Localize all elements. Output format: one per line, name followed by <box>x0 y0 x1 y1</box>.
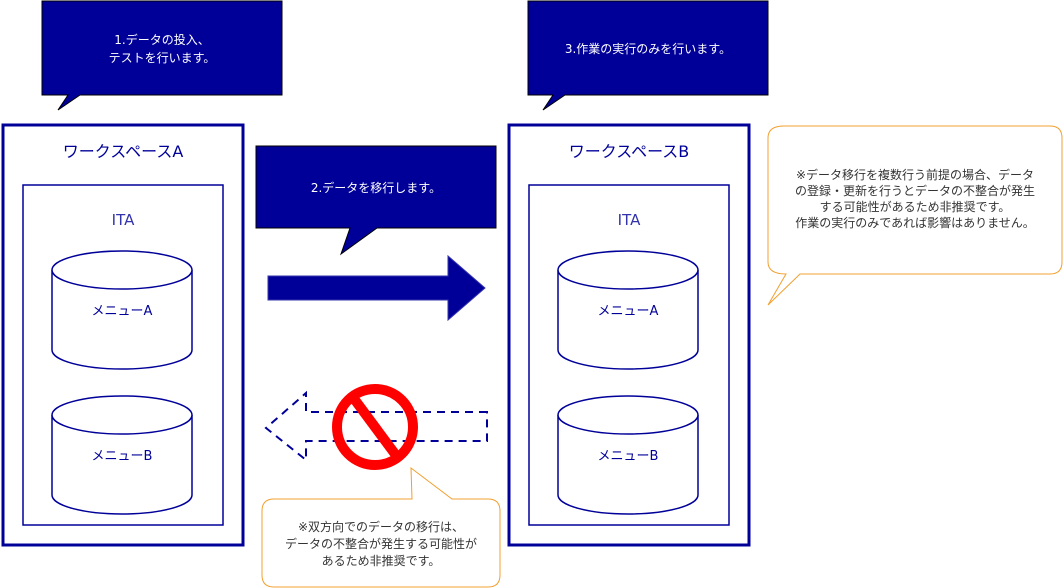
callout-step3: 3.作業の実行のみを行います。 <box>527 0 769 111</box>
workspace-a: ワークスペースA ITA メニューA メニューB <box>1 123 245 547</box>
database-cylinder-icon <box>557 395 699 515</box>
prohibited-icon <box>332 384 418 470</box>
workspace-b-menu-a: メニューA <box>598 304 659 319</box>
workspace-a-title: ワークスペースA <box>63 142 184 161</box>
note-right-line4: 作業の実行のみであれば影響はありません。 <box>795 215 1035 230</box>
workspace-b-ita-label: ITA <box>618 211 641 229</box>
arrow-right-icon <box>267 254 486 322</box>
workspace-a-menu-a: メニューA <box>92 304 153 319</box>
note-right: ※データ移行を複数行う前提の場合、データ の登録・更新を行うとデータの不整合が発… <box>767 125 1063 306</box>
workspace-b-menu-b: メニューB <box>598 449 659 464</box>
callout-step1-line1: 1.データの投入、 <box>114 32 209 47</box>
workspace-a-ita-label: ITA <box>112 211 135 229</box>
workspace-b-title: ワークスペースB <box>569 142 690 161</box>
database-cylinder-icon <box>51 250 193 370</box>
database-cylinder-icon <box>51 395 193 515</box>
note-bottom-line2: データの不整合が発生する可能性が <box>285 536 477 551</box>
callout-step3-line1: 3.作業の実行のみを行います。 <box>565 41 731 56</box>
note-right-line1: ※データ移行を複数行う前提の場合、データ <box>796 167 1034 182</box>
database-cylinder-icon <box>557 250 699 370</box>
dashed-arrow-left-icon <box>264 390 488 463</box>
note-right-line3: する可能性があるため非推奨です。 <box>820 199 1011 214</box>
callout-step2-line1: 2.データを移行します。 <box>311 180 441 195</box>
callout-step2: 2.データを移行します。 <box>255 145 497 256</box>
note-right-line2: の登録・更新を行うとデータの不整合が発生 <box>795 183 1035 198</box>
note-bottom-line1: ※双方向でのデータの移行は、 <box>298 519 464 534</box>
note-bottom-line3: あるため非推奨です。 <box>322 554 441 568</box>
workspace-b: ワークスペースB ITA メニューA メニューB <box>507 123 751 547</box>
workspace-a-menu-b: メニューB <box>92 449 153 464</box>
callout-step1-line2: テストを行います。 <box>109 51 216 65</box>
note-bottom: ※双方向でのデータの移行は、 データの不整合が発生する可能性が あるため非推奨で… <box>261 466 501 588</box>
callout-step1: 1.データの投入、 テストを行います。 <box>41 0 283 111</box>
